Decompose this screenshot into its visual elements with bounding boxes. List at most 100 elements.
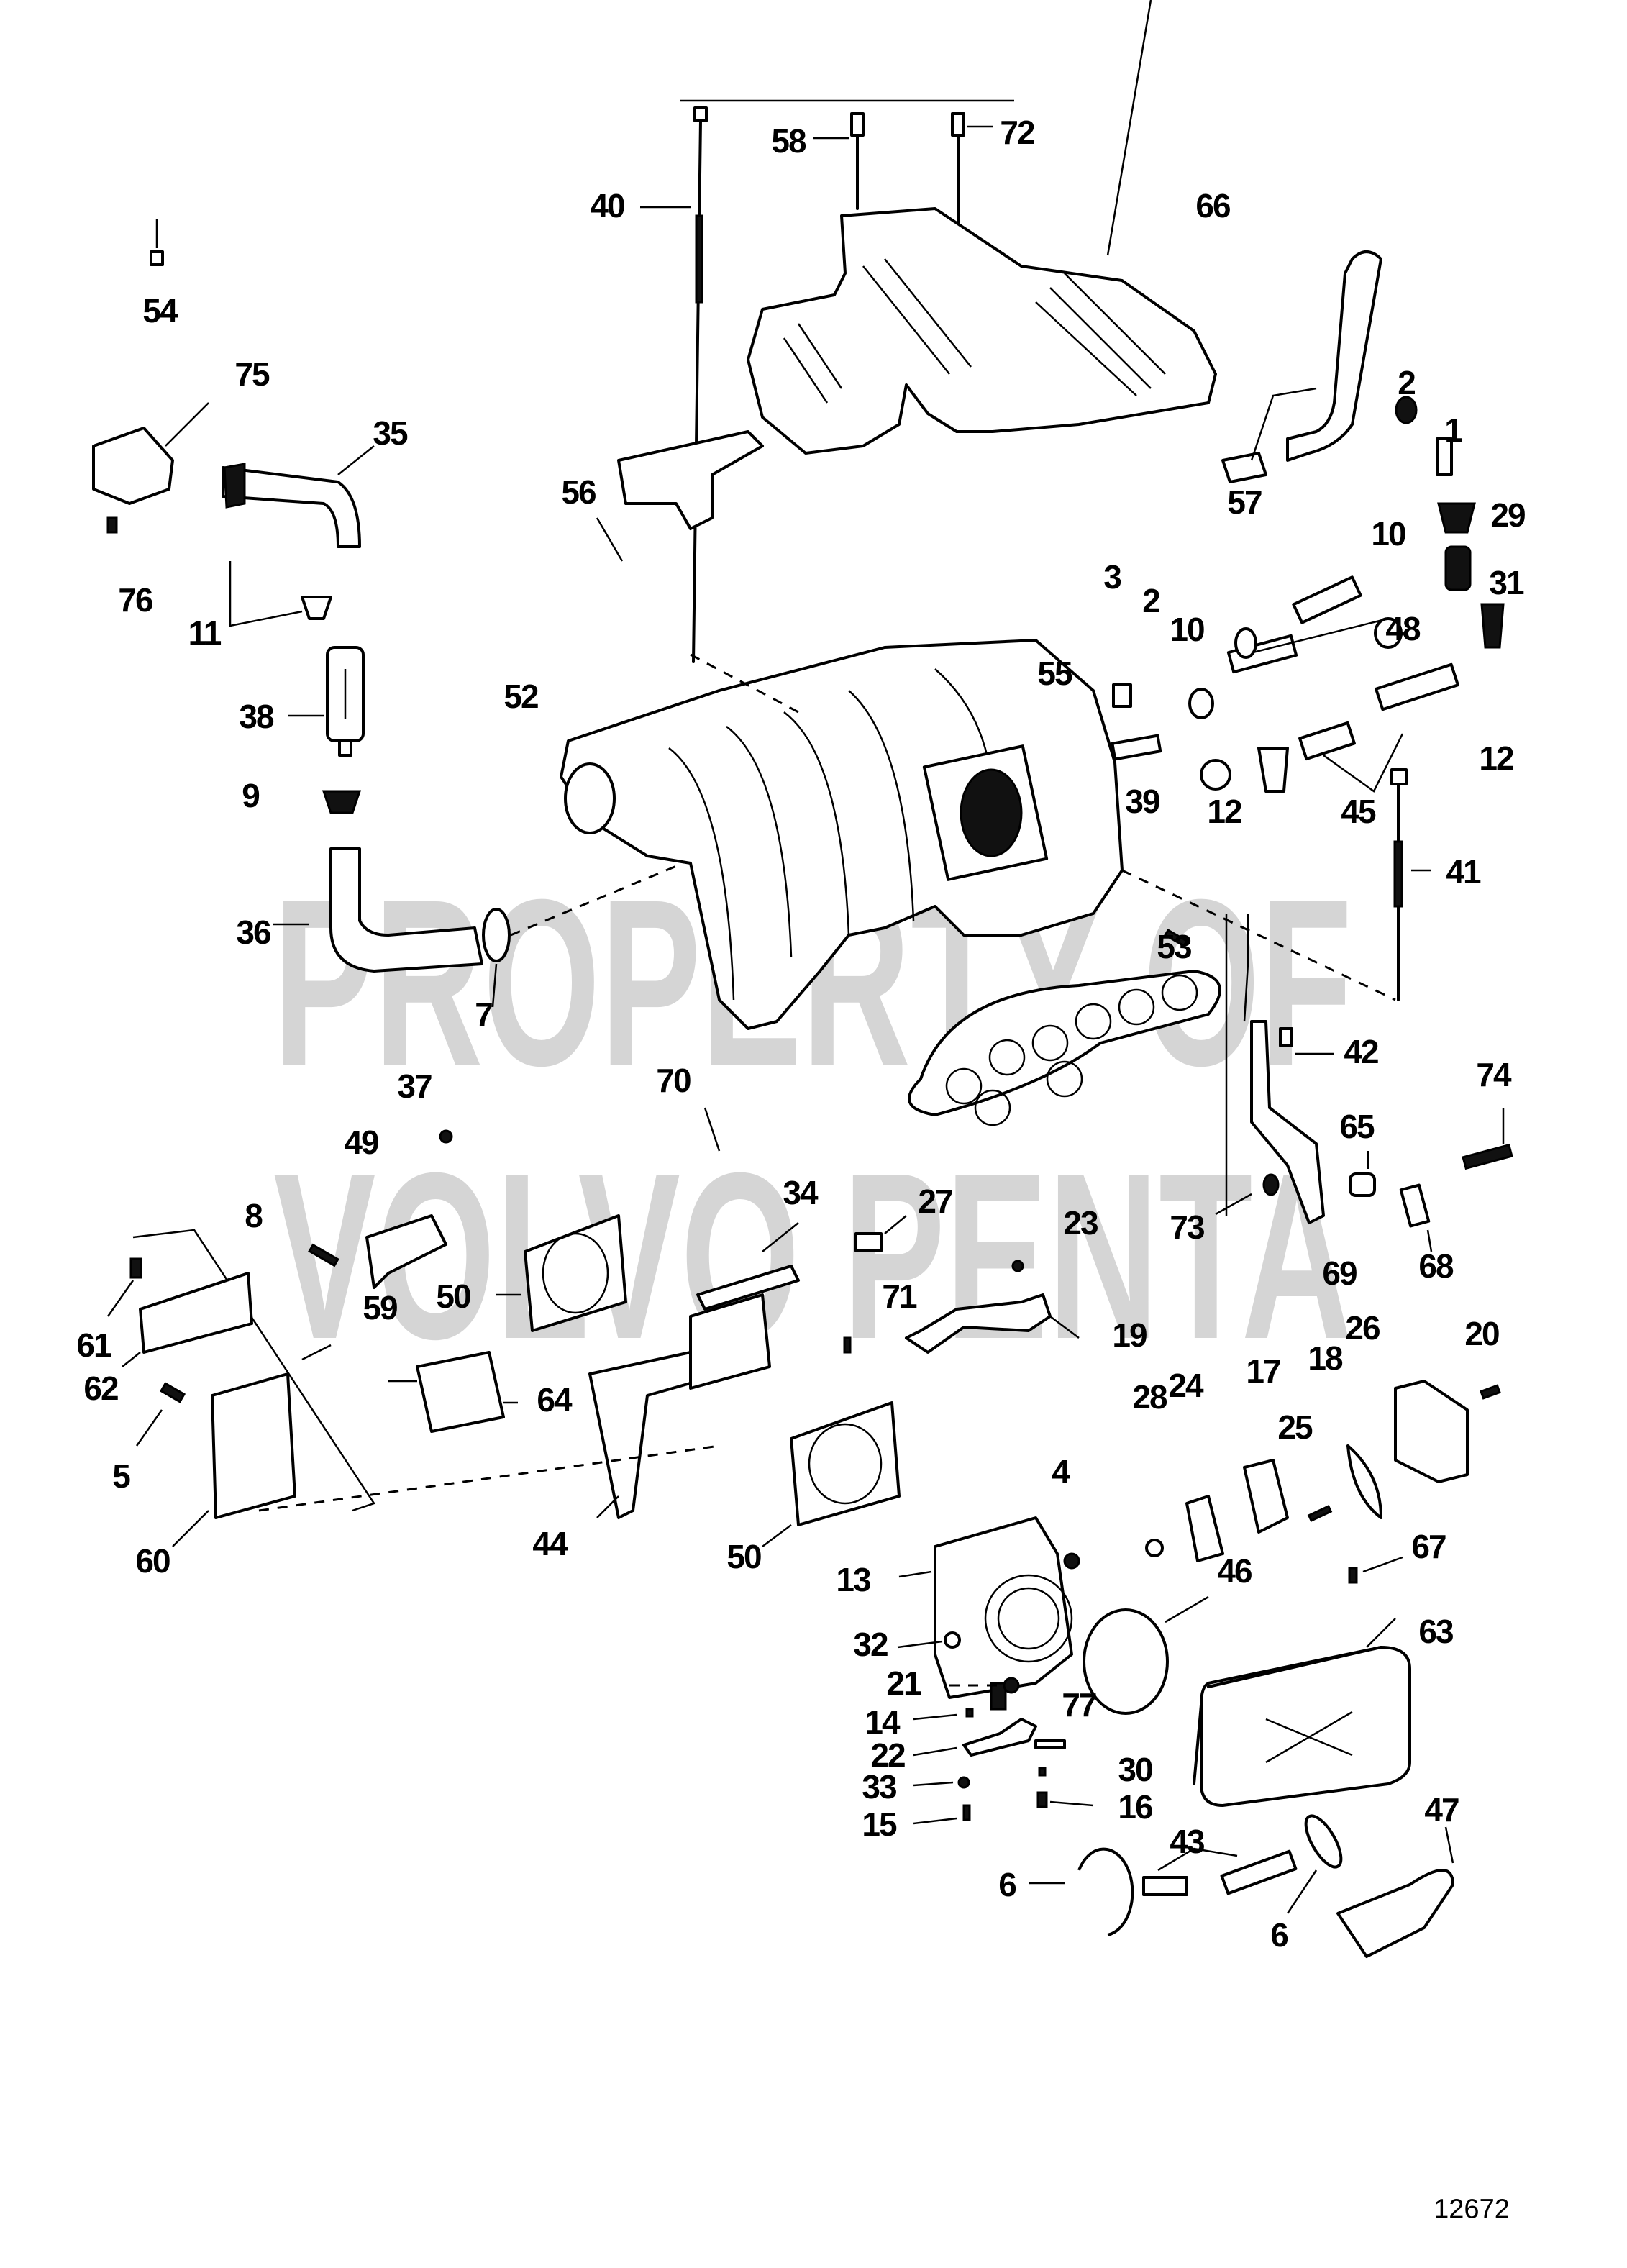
callout-29[interactable]: 29 bbox=[1490, 496, 1526, 534]
callout-25[interactable]: 25 bbox=[1277, 1408, 1313, 1446]
callout-63[interactable]: 63 bbox=[1418, 1613, 1454, 1650]
callout-21[interactable]: 21 bbox=[886, 1664, 921, 1702]
part-73-rod bbox=[1225, 914, 1249, 1216]
callout-24[interactable]: 24 bbox=[1168, 1367, 1203, 1404]
callout-54[interactable]: 54 bbox=[142, 292, 178, 329]
leader-62 bbox=[122, 1352, 141, 1367]
callout-53[interactable]: 53 bbox=[1157, 928, 1192, 965]
callout-66[interactable]: 66 bbox=[1195, 187, 1231, 224]
callout-59[interactable]: 59 bbox=[363, 1289, 398, 1326]
part-60-bracket bbox=[211, 1372, 296, 1519]
callout-1[interactable]: 1 bbox=[1444, 411, 1463, 449]
callout-38[interactable]: 38 bbox=[239, 698, 274, 735]
part-35-hose bbox=[222, 466, 361, 548]
callout-70[interactable]: 70 bbox=[656, 1062, 691, 1099]
part-26-iac-valve bbox=[1394, 1380, 1469, 1483]
part-38-fuel-filter bbox=[326, 646, 365, 757]
callout-43[interactable]: 43 bbox=[1170, 1823, 1205, 1860]
callout-10-right[interactable]: 10 bbox=[1371, 515, 1406, 552]
callout-6-left[interactable]: 6 bbox=[998, 1866, 1017, 1903]
callout-17[interactable]: 17 bbox=[1246, 1352, 1281, 1390]
callout-42[interactable]: 42 bbox=[1344, 1033, 1379, 1070]
part-45-hose-b bbox=[1298, 721, 1356, 761]
part-17-spacer bbox=[1243, 1459, 1289, 1534]
callout-64[interactable]: 64 bbox=[537, 1381, 572, 1418]
callout-2-top[interactable]: 2 bbox=[1398, 364, 1416, 401]
callout-12-right[interactable]: 12 bbox=[1479, 739, 1514, 777]
callout-57[interactable]: 57 bbox=[1227, 483, 1262, 521]
callout-65[interactable]: 65 bbox=[1339, 1108, 1375, 1145]
callout-3[interactable]: 3 bbox=[1103, 558, 1122, 596]
callout-10-left[interactable]: 10 bbox=[1170, 611, 1205, 648]
callout-58[interactable]: 58 bbox=[771, 122, 806, 160]
callout-23[interactable]: 23 bbox=[1063, 1204, 1098, 1242]
callout-61[interactable]: 61 bbox=[76, 1326, 111, 1364]
callout-33[interactable]: 33 bbox=[862, 1768, 897, 1805]
callout-41[interactable]: 41 bbox=[1446, 853, 1481, 891]
part-43-hose-a bbox=[1142, 1876, 1188, 1896]
callout-75[interactable]: 75 bbox=[234, 355, 270, 393]
callout-4[interactable]: 4 bbox=[1052, 1453, 1070, 1490]
leader-50-lower bbox=[762, 1524, 792, 1547]
callout-39[interactable]: 39 bbox=[1125, 783, 1160, 820]
callout-68[interactable]: 68 bbox=[1418, 1247, 1454, 1285]
callout-16[interactable]: 16 bbox=[1118, 1788, 1153, 1826]
callout-48[interactable]: 48 bbox=[1385, 610, 1421, 647]
callout-76[interactable]: 76 bbox=[118, 581, 153, 619]
callout-27[interactable]: 27 bbox=[918, 1183, 953, 1220]
callout-22[interactable]: 22 bbox=[870, 1736, 906, 1774]
leader-61 bbox=[106, 1280, 135, 1317]
callout-20[interactable]: 20 bbox=[1464, 1315, 1500, 1352]
callout-69[interactable]: 69 bbox=[1322, 1254, 1357, 1292]
callout-30[interactable]: 30 bbox=[1118, 1751, 1153, 1788]
callout-32[interactable]: 32 bbox=[853, 1626, 888, 1663]
callout-62[interactable]: 62 bbox=[83, 1370, 119, 1407]
callout-34[interactable]: 34 bbox=[783, 1174, 818, 1211]
callout-71[interactable]: 71 bbox=[882, 1278, 917, 1315]
callout-18[interactable]: 18 bbox=[1308, 1339, 1343, 1377]
callout-5[interactable]: 5 bbox=[112, 1457, 131, 1495]
callout-37[interactable]: 37 bbox=[397, 1067, 432, 1105]
callout-45[interactable]: 45 bbox=[1341, 793, 1376, 830]
part-3-fitting bbox=[1112, 683, 1132, 708]
callout-49[interactable]: 49 bbox=[344, 1124, 379, 1161]
callout-9[interactable]: 9 bbox=[242, 777, 260, 814]
callout-6-right[interactable]: 6 bbox=[1270, 1916, 1289, 1954]
callout-15[interactable]: 15 bbox=[862, 1805, 897, 1843]
leader-63 bbox=[1366, 1618, 1396, 1648]
callout-31[interactable]: 31 bbox=[1489, 564, 1524, 601]
callout-8[interactable]: 8 bbox=[245, 1197, 263, 1234]
callout-52[interactable]: 52 bbox=[503, 678, 539, 715]
callout-72[interactable]: 72 bbox=[1000, 114, 1035, 151]
callout-13[interactable]: 13 bbox=[836, 1561, 871, 1598]
part-23-screw bbox=[1011, 1260, 1024, 1272]
leader-48 bbox=[1244, 617, 1389, 656]
callout-74[interactable]: 74 bbox=[1476, 1056, 1511, 1093]
callout-56[interactable]: 56 bbox=[561, 473, 596, 511]
callout-47[interactable]: 47 bbox=[1424, 1791, 1459, 1828]
callout-14[interactable]: 14 bbox=[865, 1703, 900, 1741]
callout-35[interactable]: 35 bbox=[373, 414, 408, 452]
callout-73[interactable]: 73 bbox=[1170, 1208, 1205, 1246]
callout-60[interactable]: 60 bbox=[135, 1542, 170, 1580]
callout-36[interactable]: 36 bbox=[236, 914, 271, 951]
callout-28[interactable]: 28 bbox=[1132, 1378, 1167, 1416]
callout-26[interactable]: 26 bbox=[1345, 1309, 1380, 1347]
callout-11[interactable]: 11 bbox=[188, 614, 222, 652]
callout-12-mid[interactable]: 12 bbox=[1207, 793, 1242, 830]
callout-19[interactable]: 19 bbox=[1112, 1316, 1147, 1354]
callout-50-lower[interactable]: 50 bbox=[726, 1538, 762, 1575]
leader-75 bbox=[165, 402, 209, 447]
callout-2-mid[interactable]: 2 bbox=[1142, 582, 1161, 619]
callout-7[interactable]: 7 bbox=[475, 996, 493, 1033]
leader-33 bbox=[913, 1781, 954, 1787]
callout-55[interactable]: 55 bbox=[1037, 655, 1072, 692]
callout-44[interactable]: 44 bbox=[532, 1525, 568, 1562]
callout-77[interactable]: 77 bbox=[1062, 1686, 1097, 1723]
leader-66 bbox=[1106, 0, 1152, 256]
callout-50-upper[interactable]: 50 bbox=[436, 1278, 471, 1315]
leader-57 bbox=[1250, 387, 1317, 461]
callout-46[interactable]: 46 bbox=[1217, 1552, 1252, 1590]
callout-67[interactable]: 67 bbox=[1411, 1528, 1446, 1565]
callout-40[interactable]: 40 bbox=[590, 187, 625, 224]
